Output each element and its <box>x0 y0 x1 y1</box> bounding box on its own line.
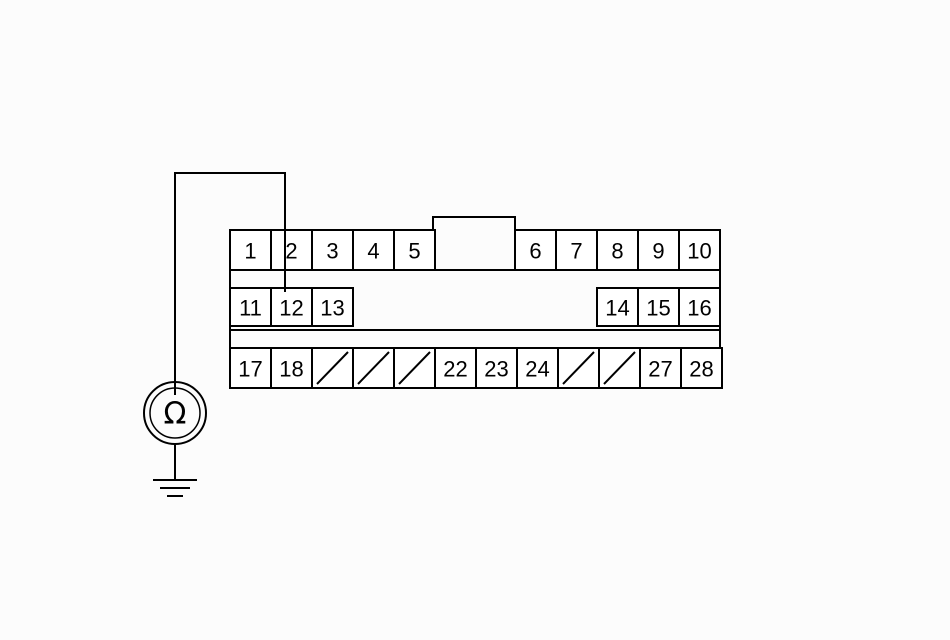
connector-pin-3 <box>311 229 354 271</box>
blank-cavity-slash <box>316 351 349 385</box>
pin-label: 15 <box>646 296 670 321</box>
connector-pin-16 <box>678 287 721 327</box>
connector-pin-27 <box>639 347 682 389</box>
ground-icon <box>153 444 197 497</box>
pin-label: 3 <box>326 239 338 264</box>
pin-label: 13 <box>320 296 344 321</box>
connector-pin-7 <box>555 229 598 271</box>
connector-pin-28 <box>680 347 723 389</box>
ohm-symbol: Ω <box>164 397 187 432</box>
pin-label: 17 <box>238 357 262 382</box>
pin-label: 4 <box>367 239 379 264</box>
blank-cavity-slash <box>562 351 595 385</box>
connector-pin-12 <box>270 287 313 327</box>
connector-pin-14 <box>596 287 639 327</box>
pin-label: 10 <box>687 239 711 264</box>
pin-label: 1 <box>244 239 256 264</box>
pin-label: 2 <box>285 239 297 264</box>
pin-label: 6 <box>529 239 541 264</box>
pin-label: 5 <box>408 239 420 264</box>
pin-label: 18 <box>279 357 303 382</box>
pin-label: 28 <box>689 357 713 382</box>
blank-cavity-slash <box>357 351 390 385</box>
connector-pin-8 <box>596 229 639 271</box>
connector-pin-13 <box>311 287 354 327</box>
pin-label: 27 <box>648 357 672 382</box>
connector-pin-1 <box>229 229 272 271</box>
blank-cavity-slash <box>603 351 636 385</box>
pin-label: 8 <box>611 239 623 264</box>
pin-label: 14 <box>605 296 629 321</box>
pin-label: 9 <box>652 239 664 264</box>
blank-cavity-slash <box>398 351 431 385</box>
pin-label: 22 <box>443 357 467 382</box>
connector-pin-5 <box>393 229 436 271</box>
connector-pin-17 <box>229 347 272 389</box>
pin-label: 16 <box>687 296 711 321</box>
pin-label: 23 <box>484 357 508 382</box>
pin-label: 7 <box>570 239 582 264</box>
connector-pin-6 <box>514 229 557 271</box>
pin-label: 11 <box>239 296 262 321</box>
connector-pin-10 <box>678 229 721 271</box>
pin-label: 24 <box>525 357 549 382</box>
connector-pin-4 <box>352 229 395 271</box>
test-lead-wire <box>174 172 286 395</box>
connector-pin-11 <box>229 287 272 327</box>
pin-label: 12 <box>279 296 303 321</box>
